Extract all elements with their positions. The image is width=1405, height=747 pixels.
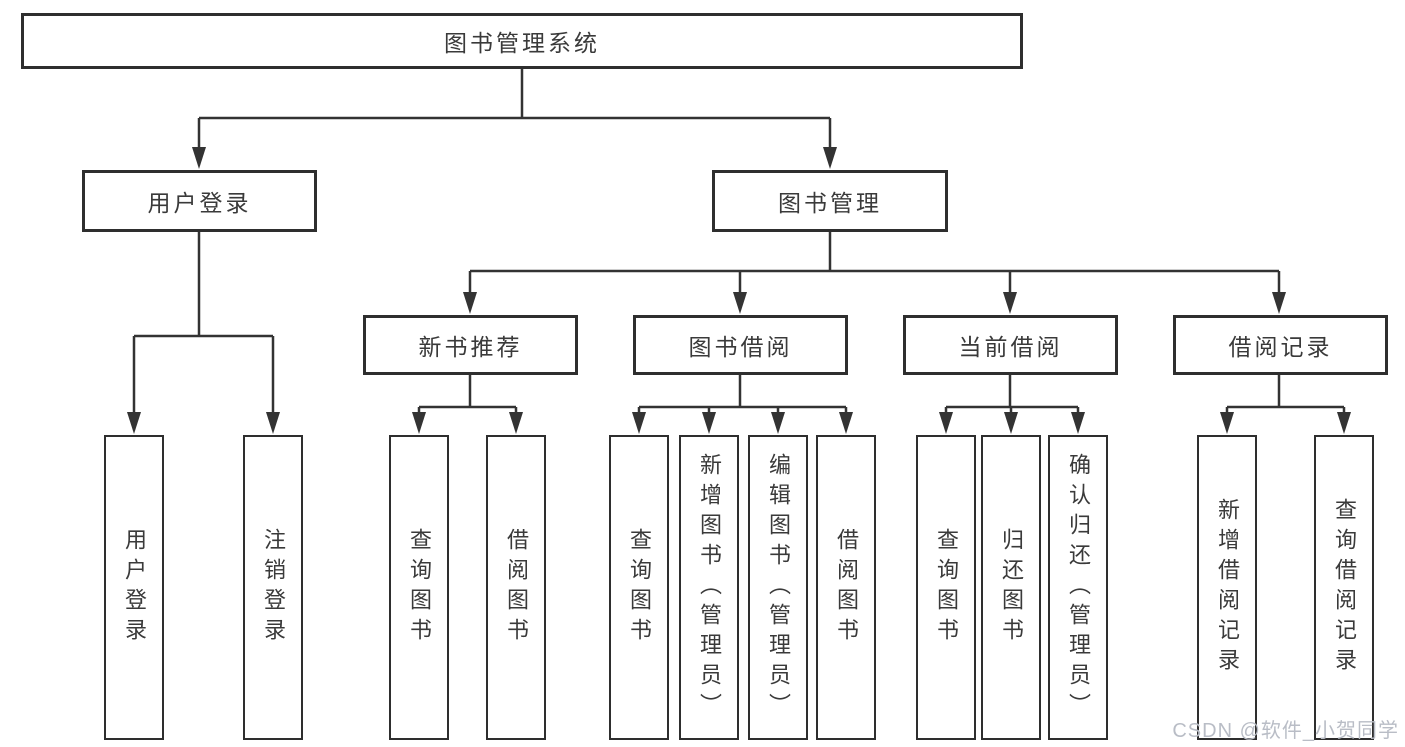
leaf-label: 编辑图书（管理员）: [766, 452, 791, 723]
node-borrow-books-leaf: 借阅图书: [816, 435, 876, 740]
leaf-label: 借阅图书: [504, 527, 529, 648]
node-borrow-books-recommend: 借阅图书: [486, 435, 546, 740]
leaf-label: 借阅图书: [834, 527, 859, 648]
node-user-login-leaf: 用户登录: [104, 435, 164, 740]
node-user-login: 用户登录: [82, 170, 317, 232]
node-book-management: 图书管理: [712, 170, 948, 232]
node-new-book-recommend: 新书推荐: [363, 315, 578, 375]
leaf-label: 用户登录: [122, 527, 147, 648]
leaf-label: 查询图书: [407, 527, 432, 648]
node-return-books: 归还图书: [981, 435, 1041, 740]
node-edit-books-admin: 编辑图书（管理员）: [748, 435, 808, 740]
node-query-books-recommend: 查询图书: [389, 435, 449, 740]
leaf-label: 查询借阅记录: [1332, 497, 1357, 678]
arrowheads: [127, 147, 1351, 434]
node-library-management-system: 图书管理系统: [21, 13, 1023, 69]
node-logout: 注销登录: [243, 435, 303, 740]
leaf-label: 查询图书: [627, 527, 652, 648]
node-query-borrow-record: 查询借阅记录: [1314, 435, 1374, 740]
leaf-label: 新增借阅记录: [1215, 497, 1240, 678]
node-borrow-records: 借阅记录: [1173, 315, 1388, 375]
node-add-borrow-record: 新增借阅记录: [1197, 435, 1257, 740]
node-current-borrow: 当前借阅: [903, 315, 1118, 375]
node-confirm-return-admin: 确认归还（管理员）: [1048, 435, 1108, 740]
watermark: CSDN @软件_小贺同学: [1172, 720, 1399, 742]
node-query-books-borrow: 查询图书: [609, 435, 669, 740]
leaf-label: 查询图书: [934, 527, 959, 648]
leaf-label: 确认归还（管理员）: [1066, 452, 1091, 723]
leaf-label: 新增图书（管理员）: [697, 452, 722, 723]
node-book-borrow: 图书借阅: [633, 315, 848, 375]
node-query-books-current: 查询图书: [916, 435, 976, 740]
leaf-label: 注销登录: [261, 527, 286, 648]
node-add-books-admin: 新增图书（管理员）: [679, 435, 739, 740]
leaf-label: 归还图书: [999, 527, 1024, 648]
